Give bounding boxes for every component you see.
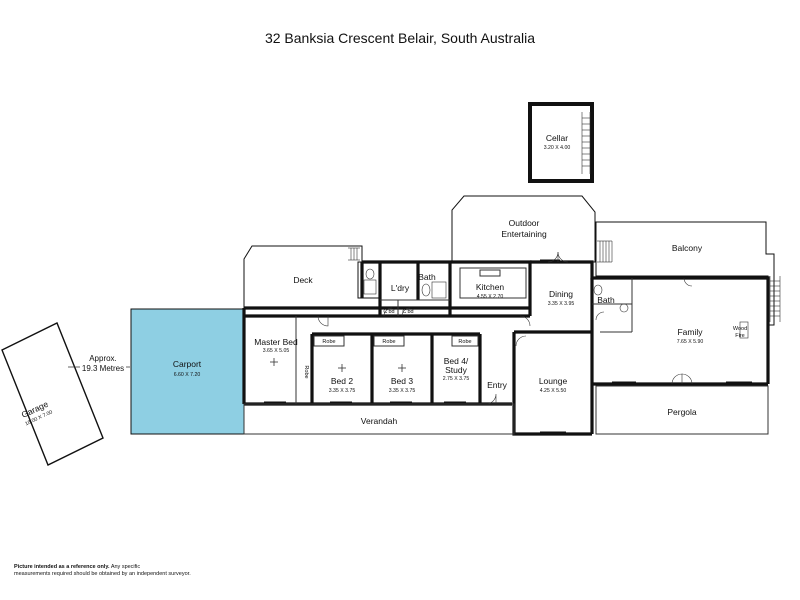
robe-label-bed3: Robe — [382, 339, 395, 345]
distance-label-line1: Approx. — [89, 354, 117, 363]
garage-outline — [1, 322, 104, 466]
kitchen-label: Kitchen — [476, 282, 505, 292]
carport-label: Carport — [173, 359, 202, 369]
entry-label: Entry — [487, 380, 508, 390]
bath1-label: Bath — [418, 272, 436, 282]
windows — [264, 259, 752, 436]
robe-label-bed4: Robe — [458, 339, 471, 345]
bed4-size: 2.75 X 3.75 — [443, 376, 470, 382]
bed2-label: Bed 2 — [331, 376, 353, 386]
laundry-label: L'dry — [391, 283, 410, 293]
disclaimer: Picture intended as a reference only. An… — [14, 564, 191, 578]
cupboard-label-1: C'bd — [383, 309, 394, 315]
ceiling-fans — [270, 358, 406, 372]
cellar-label: Cellar — [546, 133, 568, 143]
master-bed-label: Master Bed — [254, 337, 298, 347]
robe-label-bed2: Robe — [322, 339, 335, 345]
robe-label-master: Robe — [303, 365, 309, 378]
inner-walls — [243, 267, 769, 435]
cellar: Cellar 3.20 X 4.00 — [528, 102, 594, 183]
pergola-label: Pergola — [667, 407, 697, 417]
distance-label-line2: 19.3 Metres — [82, 364, 124, 373]
bed2-size: 3.35 X 3.75 — [329, 388, 356, 394]
disclaimer-line2: measurements required should be obtained… — [14, 571, 191, 577]
outdoor-stairs — [597, 240, 613, 263]
cellar-size: 3.20 X 4.00 — [544, 145, 571, 151]
disclaimer-line1: Any specific — [110, 564, 141, 570]
wood-fire-label-line2: Fire — [735, 333, 744, 339]
family-size: 7.65 X 5.90 — [677, 339, 704, 345]
plan-title: 32 Banksia Crescent Belair, South Austra… — [264, 30, 536, 46]
fixtures — [363, 268, 749, 339]
outdoor-label-line1: Outdoor — [509, 218, 540, 228]
balcony-label: Balcony — [672, 243, 703, 253]
outdoor-label-line2: Entertaining — [501, 229, 547, 239]
outdoor-entertaining-outline — [451, 195, 596, 263]
bath2-label: Bath — [597, 295, 615, 305]
verandah-label: Verandah — [361, 416, 398, 426]
garage: Garage 18.00 X 7.00 — [1, 322, 104, 466]
cupboard-label-2: C'bd — [402, 309, 413, 315]
disclaimer-bold: Picture intended as a reference only. — [14, 564, 110, 570]
bed4-label-line2: Study — [445, 365, 467, 375]
deck-label: Deck — [293, 275, 313, 285]
balcony-stairs — [769, 276, 781, 322]
dining-label: Dining — [549, 289, 573, 299]
carport-size: 6.60 X 7.20 — [174, 372, 201, 378]
balcony-outline — [595, 221, 775, 326]
family-label: Family — [677, 327, 703, 337]
bed3-label: Bed 3 — [391, 376, 413, 386]
lounge-size: 4.25 X 5.50 — [540, 388, 567, 394]
lounge-label: Lounge — [539, 376, 568, 386]
bed4-label-line1: Bed 4/ — [444, 356, 469, 366]
deck-stairs — [348, 247, 360, 261]
dining-size: 3.35 X 3.95 — [548, 301, 575, 307]
wood-fire-label-line1: Wood — [733, 326, 747, 332]
master-bed-size: 3.65 X 5.05 — [263, 348, 290, 354]
doors — [317, 251, 693, 405]
bed3-size: 3.35 X 3.75 — [389, 388, 416, 394]
kitchen-size: 4.55 X 2.70 — [477, 294, 504, 300]
